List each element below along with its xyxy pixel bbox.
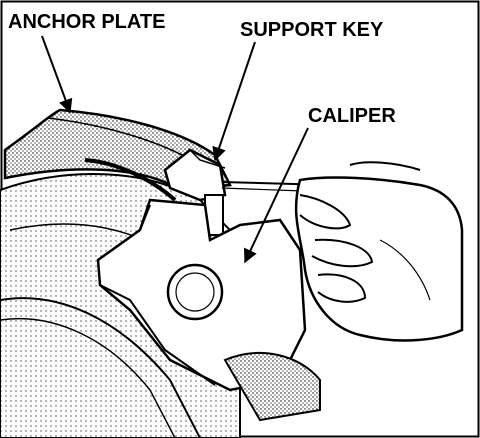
caliper-body — [96, 198, 321, 422]
support-key — [163, 148, 227, 236]
anchor-plate-leader — [41, 35, 73, 114]
label-caliper: CALIPER — [308, 105, 396, 127]
support-key-leader — [212, 41, 256, 162]
leader-lines — [41, 35, 309, 264]
caliper-leader — [244, 127, 309, 264]
label-support-key: SUPPORT KEY — [240, 19, 384, 41]
label-anchor-plate: ANCHOR PLATE — [8, 11, 165, 33]
hand-with-tool — [221, 161, 464, 342]
